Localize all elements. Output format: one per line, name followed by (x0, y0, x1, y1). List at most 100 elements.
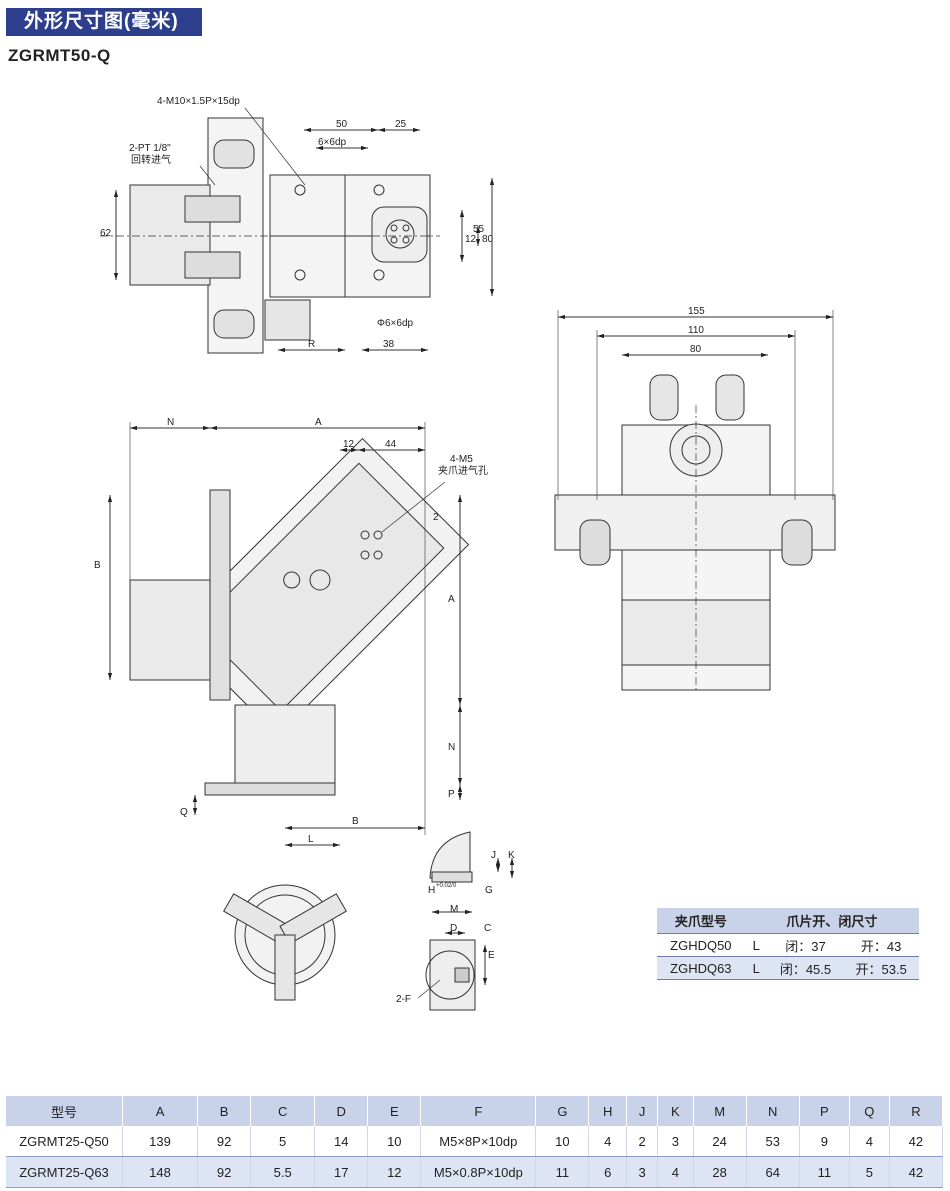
spec-cell: 11 (535, 1156, 590, 1188)
jaw-model: ZGHDQ50 (657, 933, 745, 957)
phi6-label: Φ6×6dp (377, 318, 414, 329)
dim-Q: Q (180, 807, 188, 818)
table-row: ZGHDQ63 L 闭：45.5 开：53.5 (657, 956, 919, 980)
dim-H: H (428, 885, 435, 896)
spec-cell: 28 (693, 1156, 747, 1188)
spec-cell: 9 (799, 1126, 850, 1157)
spec-cell: 42 (889, 1156, 944, 1188)
spec-cell: 3 (657, 1126, 694, 1157)
dim-G: G (485, 885, 493, 896)
spec-cell: 10 (367, 1126, 422, 1157)
spec-cell: 42 (889, 1126, 944, 1157)
spec-cell: 10 (535, 1126, 590, 1157)
dim-2: 2 (433, 512, 439, 523)
dim-38: 38 (383, 339, 395, 350)
spec-cell: ZGRMT25-Q63 (6, 1156, 123, 1188)
spec-header: A (122, 1096, 199, 1126)
dim-A: A (315, 417, 322, 428)
dim-12: 12 (465, 234, 477, 245)
key-6x6: 6×6dp (318, 137, 347, 148)
technical-drawing: 4-M10×1.5P×15dp 50 25 6×6dp 2-PT 1/8" 回转… (94, 96, 836, 1011)
table-row: ZGRMT25-Q63 148 92 5.5 17 12 M5×0.8P×10d… (6, 1156, 944, 1188)
dim-B-bottom: B (352, 816, 359, 827)
dim-E: E (488, 950, 495, 961)
spec-cell: 5 (849, 1156, 890, 1188)
pt-port-label: 2-PT 1/8" (129, 143, 171, 154)
jaw-unit: L (744, 956, 768, 980)
spec-cell: 6 (588, 1156, 628, 1188)
front-view (107, 422, 470, 835)
spec-header: M (693, 1096, 747, 1126)
spec-cell: 5.5 (250, 1156, 316, 1188)
dim-80: 80 (482, 234, 494, 245)
spec-cell: 12 (367, 1156, 422, 1188)
dim-C: C (484, 923, 491, 934)
dim-44: 44 (385, 439, 397, 450)
jaw-model: ZGHDQ63 (657, 956, 745, 980)
bottom-view (223, 842, 347, 1001)
thread-top-label: 4-M10×1.5P×15dp (157, 96, 240, 107)
dim-25: 25 (395, 119, 407, 130)
jaw-open: 开：43 (843, 933, 919, 957)
spec-cell: ZGRMT25-Q50 (6, 1126, 123, 1157)
spec-cell: 139 (122, 1126, 199, 1157)
top-view (100, 107, 495, 354)
spec-header: F (420, 1096, 537, 1126)
spec-cell: 24 (693, 1126, 747, 1157)
spec-cell: 64 (746, 1156, 800, 1188)
table-row: ZGRMT25-Q50 139 92 5 14 10 M5×8P×10dp 10… (6, 1126, 944, 1157)
jaw-detail (417, 831, 515, 1011)
dim-P: P (448, 789, 455, 800)
spec-cell: M5×0.8P×10dp (420, 1156, 537, 1188)
dim-80b: 80 (690, 344, 702, 355)
spec-header: 型号 (6, 1096, 123, 1126)
spec-header: J (626, 1096, 659, 1126)
spec-header: N (746, 1096, 800, 1126)
jaw-size-table: 夹爪型号 爪片开、闭尺寸 ZGHDQ50 L 闭：37 开：43 ZGHDQ63… (657, 908, 919, 980)
right-view (554, 310, 836, 691)
m5-label: 4-M5 (450, 454, 473, 465)
spec-header: H (588, 1096, 628, 1126)
model-name: ZGRMT50-Q (8, 46, 111, 65)
h-tolerance: +0.02/0 (436, 883, 457, 889)
spec-cell: 5 (250, 1126, 316, 1157)
spec-cell: 4 (588, 1126, 628, 1157)
spec-cell: 2 (626, 1126, 659, 1157)
spec-cell: 92 (197, 1156, 252, 1188)
spec-header: K (657, 1096, 694, 1126)
spec-cell: 53 (746, 1126, 800, 1157)
section-title: 外形尺寸图(毫米) (6, 8, 202, 36)
jaw-header-model: 夹爪型号 (657, 908, 745, 934)
spec-cell: 3 (626, 1156, 659, 1188)
spec-header: P (799, 1096, 850, 1126)
dim-A-right: A (448, 594, 455, 605)
dim-55: 55 (473, 224, 485, 235)
dim-L: L (308, 834, 314, 845)
jaw-air-label: 夹爪进气孔 (438, 464, 488, 477)
dim-J: J (491, 850, 496, 861)
dim-K: K (508, 850, 515, 861)
spec-header: R (889, 1096, 944, 1126)
jaw-closed: 闭：37 (767, 933, 844, 957)
dim-M: M (450, 904, 458, 915)
spec-cell: 148 (122, 1156, 199, 1188)
dim-155: 155 (688, 306, 705, 317)
spec-cell: 17 (314, 1156, 369, 1188)
jaw-header-size: 爪片开、闭尺寸 (744, 908, 919, 934)
dim-B: B (94, 560, 101, 571)
spec-table: 型号 A B C D E F G H J K M N P Q R ZGRMT25… (6, 1096, 944, 1188)
dim-50: 50 (336, 119, 348, 130)
spec-cell: 4 (657, 1156, 694, 1188)
spec-header: E (367, 1096, 422, 1126)
spec-header: Q (849, 1096, 890, 1126)
jaw-unit: L (744, 933, 768, 957)
dim-110: 110 (688, 325, 704, 336)
spec-header-row: 型号 A B C D E F G H J K M N P Q R (6, 1096, 944, 1126)
spec-header: B (197, 1096, 252, 1126)
spec-cell: 11 (799, 1156, 850, 1188)
spec-header: D (314, 1096, 369, 1126)
dim-N: N (167, 417, 174, 428)
jaw-open: 开：53.5 (843, 956, 919, 980)
dim-D: D (450, 923, 457, 934)
jaw-closed: 闭：45.5 (767, 956, 844, 980)
